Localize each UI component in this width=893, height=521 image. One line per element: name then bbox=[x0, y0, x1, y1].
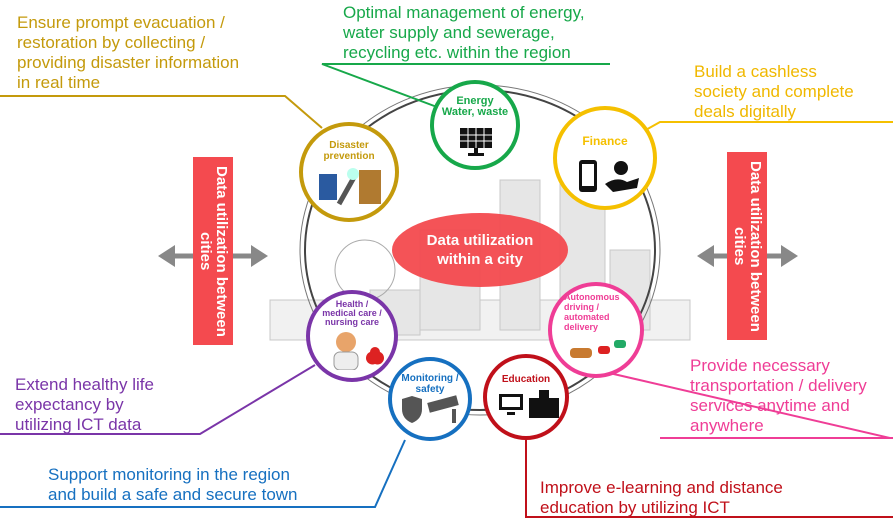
circle-label: Education bbox=[501, 374, 551, 385]
circle-label: Disaster bbox=[329, 140, 369, 151]
callout-line: expectancy by bbox=[15, 395, 124, 414]
circle-label: Autonomous bbox=[564, 292, 620, 302]
callout-energy: Optimal management of energy, water supp… bbox=[343, 3, 585, 63]
circle-monitoring-safety: Monitoring /safety bbox=[388, 357, 472, 441]
solar-panel-icon bbox=[460, 128, 492, 156]
callout-monitoring: Support monitoring in the region and bui… bbox=[48, 465, 298, 505]
left-box-between-cities: Data utilization between cities bbox=[193, 157, 233, 345]
callout-line: Optimal management of energy, bbox=[343, 3, 585, 22]
callout-line: Extend healthy life bbox=[15, 375, 154, 394]
doctor-heart-icon bbox=[333, 332, 384, 370]
center-ellipse: Data utilization within a city bbox=[392, 213, 568, 287]
circle-label: delivery bbox=[564, 322, 599, 332]
center-line: within a city bbox=[437, 251, 523, 268]
callout-line: Build a cashless bbox=[694, 62, 817, 81]
callout-line: and build a safe and secure town bbox=[48, 485, 298, 504]
callout-line: transportation / delivery bbox=[690, 376, 867, 395]
callout-line: education by utilizing ICT bbox=[540, 498, 730, 517]
circle-label: safety bbox=[415, 384, 445, 395]
callout-line: services anytime and bbox=[690, 396, 850, 415]
callout-line: in real time bbox=[17, 73, 101, 92]
callout-line: recycling etc. within the region bbox=[343, 43, 571, 62]
shield-camera-icon bbox=[402, 395, 459, 423]
circle-label: Health / bbox=[335, 299, 369, 309]
callout-line: Improve e-learning and distance bbox=[540, 478, 783, 497]
callout-line: Support monitoring in the region bbox=[48, 465, 290, 484]
circle-label: driving / bbox=[564, 302, 600, 312]
callout-disaster: Ensure prompt evacuation / restoration b… bbox=[17, 13, 239, 93]
circle-label: automated bbox=[564, 312, 610, 322]
callout-health: Extend healthy life expectancy by utiliz… bbox=[15, 375, 154, 435]
cars-icon bbox=[570, 340, 626, 358]
circle-label: Water, waste bbox=[441, 106, 509, 118]
circle-label: nursing care bbox=[324, 317, 380, 327]
callout-finance: Build a cashless society and complete de… bbox=[694, 62, 854, 122]
circle-label: Energy bbox=[456, 95, 494, 107]
circle-label: Finance bbox=[582, 134, 628, 148]
center-line: Data utilization bbox=[426, 232, 534, 249]
callout-line: Ensure prompt evacuation / bbox=[17, 13, 225, 32]
callout-education: Improve e-learning and distance educatio… bbox=[540, 478, 783, 518]
circle-label: medical care / bbox=[322, 308, 382, 318]
circle-finance: Finance bbox=[553, 106, 657, 210]
circle-label: Monitoring / bbox=[401, 373, 459, 384]
disaster-illustration-icon bbox=[319, 168, 381, 206]
callout-line: Provide necessary bbox=[690, 356, 830, 375]
callout-line: providing disaster information bbox=[17, 53, 240, 72]
circle-education: Education bbox=[483, 354, 569, 440]
circle-label: prevention bbox=[323, 151, 375, 162]
callout-autonomous: Provide necessary transportation / deliv… bbox=[690, 356, 867, 436]
callout-line: society and complete bbox=[694, 82, 854, 101]
right-box-between-cities: Data utilization between cities bbox=[727, 152, 767, 340]
callout-line: deals digitally bbox=[694, 102, 797, 121]
callout-line: restoration by collecting / bbox=[17, 33, 206, 52]
callout-line: anywhere bbox=[690, 416, 764, 435]
circle-health-medical-care: Health /medical care /nursing care bbox=[306, 290, 398, 382]
smartphone-payment-icon bbox=[579, 160, 639, 192]
callout-line: water supply and sewerage, bbox=[343, 23, 555, 42]
monitor-school-icon bbox=[499, 390, 559, 418]
callout-line: utilizing ICT data bbox=[15, 415, 142, 434]
